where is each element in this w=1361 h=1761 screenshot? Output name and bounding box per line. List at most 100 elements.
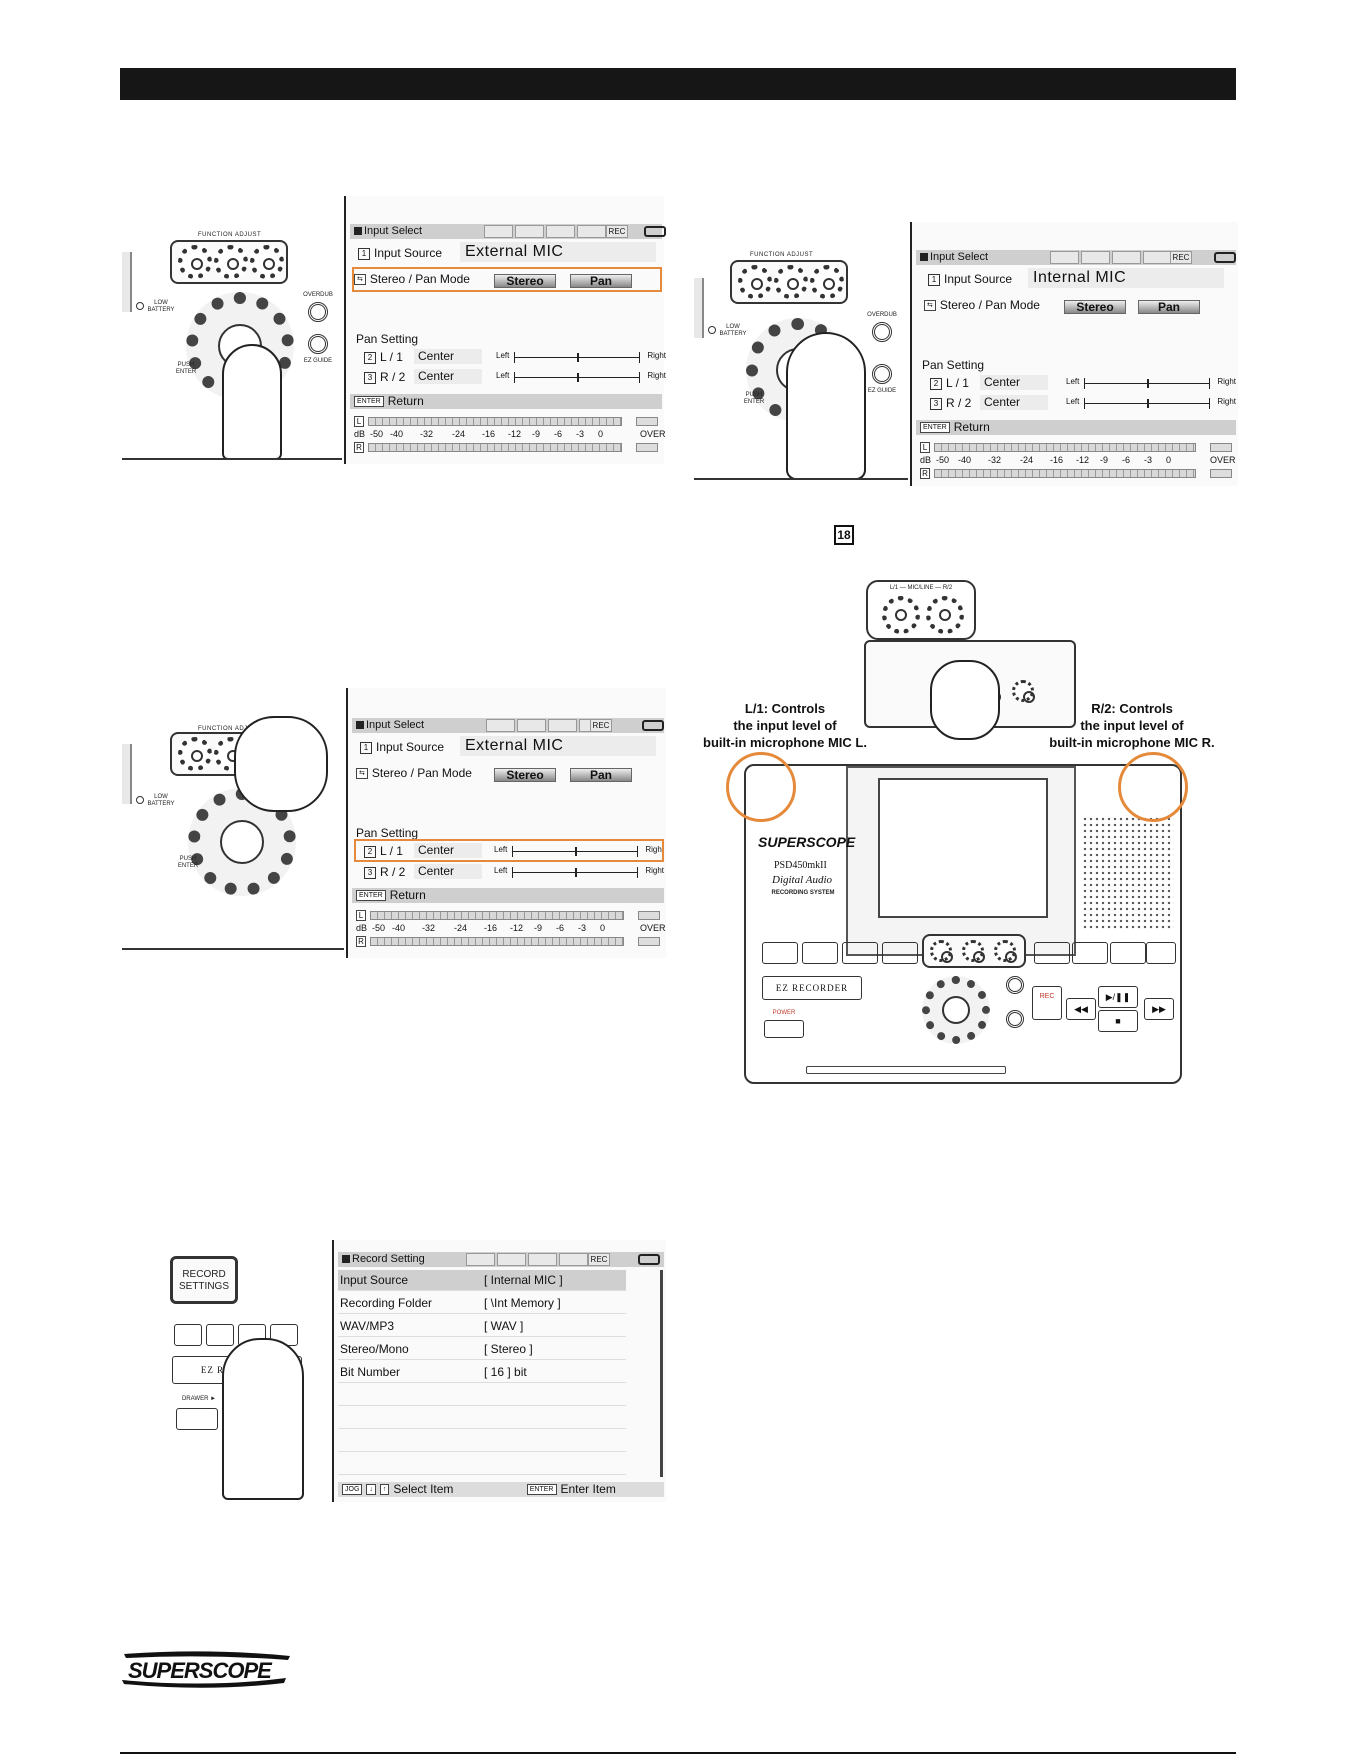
jog-enter-button[interactable] [942,996,970,1024]
next-button[interactable]: ▶▶ [1144,998,1174,1020]
ez-guide-label: EZ GUIDE [303,358,333,364]
rec-indicator: REC [606,225,628,238]
mode-row[interactable]: ⇆Stereo / Pan Mode [924,298,1040,312]
ez-guide-jack[interactable] [1006,1010,1024,1028]
stop-button[interactable]: ■ [1098,1010,1138,1032]
pan-button[interactable]: Pan [570,274,632,288]
callout-left: L/1: Controls the input level of built-i… [703,701,867,750]
record-settings-button[interactable] [206,1324,234,1346]
rec-button[interactable]: REC [1032,986,1062,1020]
setting-row-empty [338,1385,626,1406]
setting-row-input-source[interactable]: Input Source[ Internal MIC ] [338,1270,626,1291]
jog-enter-button[interactable] [220,820,264,864]
mode-row[interactable]: ⇆Stereo / Pan Mode [356,766,472,780]
pan-r2-value: Center [414,369,482,384]
drawer-button[interactable] [176,1408,218,1430]
pan-button[interactable]: Pan [1138,300,1200,314]
mode-label: Stereo / Pan Mode [369,272,470,286]
hand-pressing-icon [222,1338,304,1500]
callout-right: R/2: Controls the input level of built-i… [1049,701,1215,750]
setting-row-empty [338,1454,626,1475]
ab-loop-button[interactable] [842,942,878,964]
mic-r2-knob[interactable] [926,596,964,634]
edit-button[interactable] [1110,942,1146,964]
device-photo-1: FUNCTION ADJUST LOW BATTERY PUSH ENTER O… [122,212,342,460]
input-knob-mix[interactable] [1012,680,1035,703]
setting-row-stereo-mono[interactable]: Stereo/Mono[ Stereo ] [338,1339,626,1360]
knob-1[interactable] [178,245,212,279]
record-settings-button[interactable] [802,942,838,964]
mic-l1-knob[interactable] [882,596,920,634]
stereo-button[interactable]: Stereo [494,274,556,288]
battery-icon [642,720,664,731]
knob-2[interactable] [214,245,248,279]
record-setting-screen: Record Setting REC Input Source[ Interna… [332,1240,666,1502]
ez-guide-jack[interactable] [872,364,892,384]
overdub-jack[interactable] [1006,976,1024,994]
low-battery-led [708,326,716,334]
stereo-button[interactable]: Stereo [1064,300,1126,314]
record-settings-callout: RECORD SETTINGS [178,1269,229,1292]
knob-1[interactable] [178,737,212,771]
menu-button[interactable] [1034,942,1070,964]
pan-button[interactable]: Pan [570,768,632,782]
overdub-jack[interactable] [872,322,892,342]
track-select-button[interactable] [762,942,798,964]
highlight-mic-l [726,752,796,822]
mic-line-callout-box: L/1 — MIC/LINE — R/2 [866,580,976,640]
highlight-mic-r [1118,752,1188,822]
delete-cancel-button[interactable] [1072,942,1108,964]
section-header-bar [120,68,1236,100]
recorder-sub: Digital Audio [772,874,832,886]
knob-2[interactable] [962,940,985,963]
ez-guide-jack[interactable] [308,334,328,354]
battery-icon [644,226,666,237]
mic-line-label: L/1 — MIC/LINE — R/2 [889,585,953,591]
knob-3[interactable] [994,940,1017,963]
prev-button[interactable]: ◀◀ [1066,998,1096,1020]
level-meter-l: L [350,416,662,427]
setting-row-recording-folder[interactable]: Recording Folder[ \Int Memory ] [338,1293,626,1314]
screen-title-bar: Input Select REC [350,224,666,239]
knob-1[interactable] [738,265,772,299]
knob-2[interactable] [774,265,808,299]
setting-row-wav-mp3[interactable]: WAV/MP3[ WAV ] [338,1316,626,1337]
play-pause-button[interactable]: ▶/❚❚ [1098,986,1138,1008]
knob-3[interactable] [810,265,844,299]
music-practice-button[interactable] [882,942,918,964]
knob-3[interactable] [250,245,284,279]
function-adjust-label: FUNCTION ADJUST [198,232,262,238]
scrollbar[interactable] [660,1270,663,1477]
stereo-button[interactable]: Stereo [494,768,556,782]
track-select-button[interactable] [174,1324,202,1346]
setting-row-bit-number[interactable]: Bit Number[ 16 ] bit [338,1362,626,1383]
mode-row[interactable]: ⇆Stereo / Pan Mode [354,272,470,286]
power-switch[interactable] [764,1020,804,1038]
knob-1[interactable] [930,940,953,963]
overdub-jack[interactable] [308,302,328,322]
pan-l1-value: Center [414,349,482,364]
make-cd-button[interactable] [1146,942,1176,964]
